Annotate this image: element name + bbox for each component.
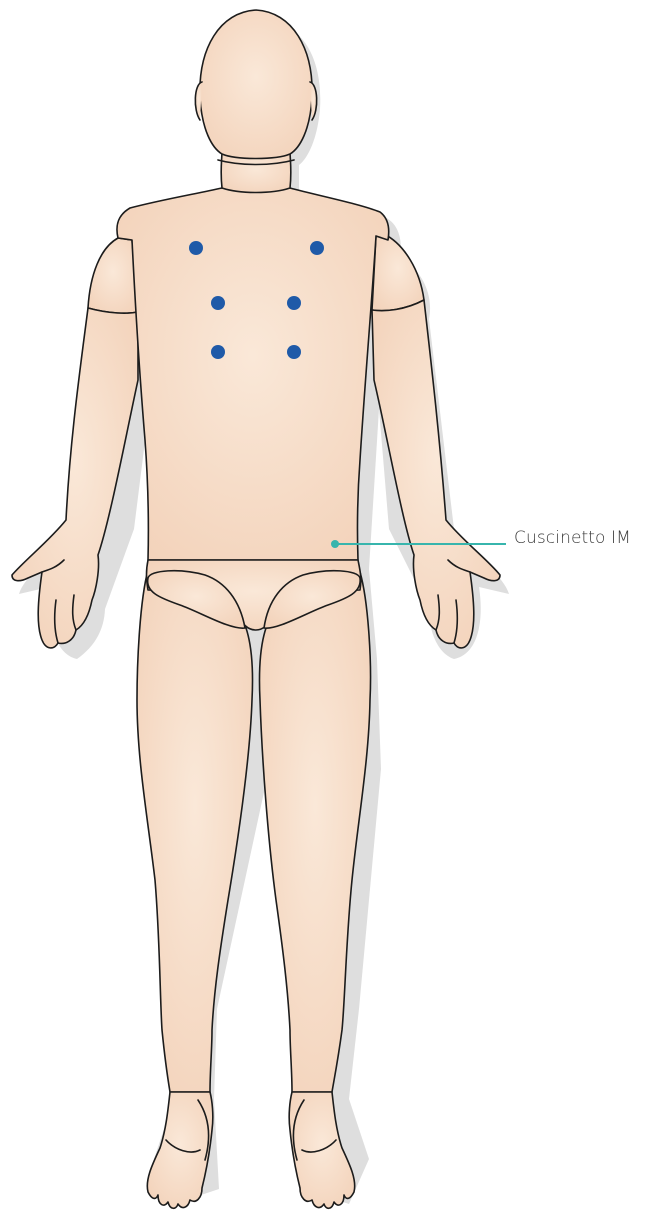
torso: [117, 188, 389, 560]
callout-anchor-dot: [331, 540, 339, 548]
left-ear: [195, 82, 202, 120]
left-leg: [137, 570, 253, 1092]
right-upper-arm: [372, 234, 424, 311]
marker-dot: [211, 296, 225, 310]
marker-dot: [310, 241, 324, 255]
head: [200, 10, 312, 159]
marker-dot: [287, 296, 301, 310]
marker-dot: [189, 241, 203, 255]
marker-dot: [287, 345, 301, 359]
callout-label-im-pad: Cuscinetto IM: [514, 528, 631, 548]
marker-dot: [211, 345, 225, 359]
left-upper-arm: [88, 238, 138, 313]
manikin-body: [12, 10, 500, 1208]
